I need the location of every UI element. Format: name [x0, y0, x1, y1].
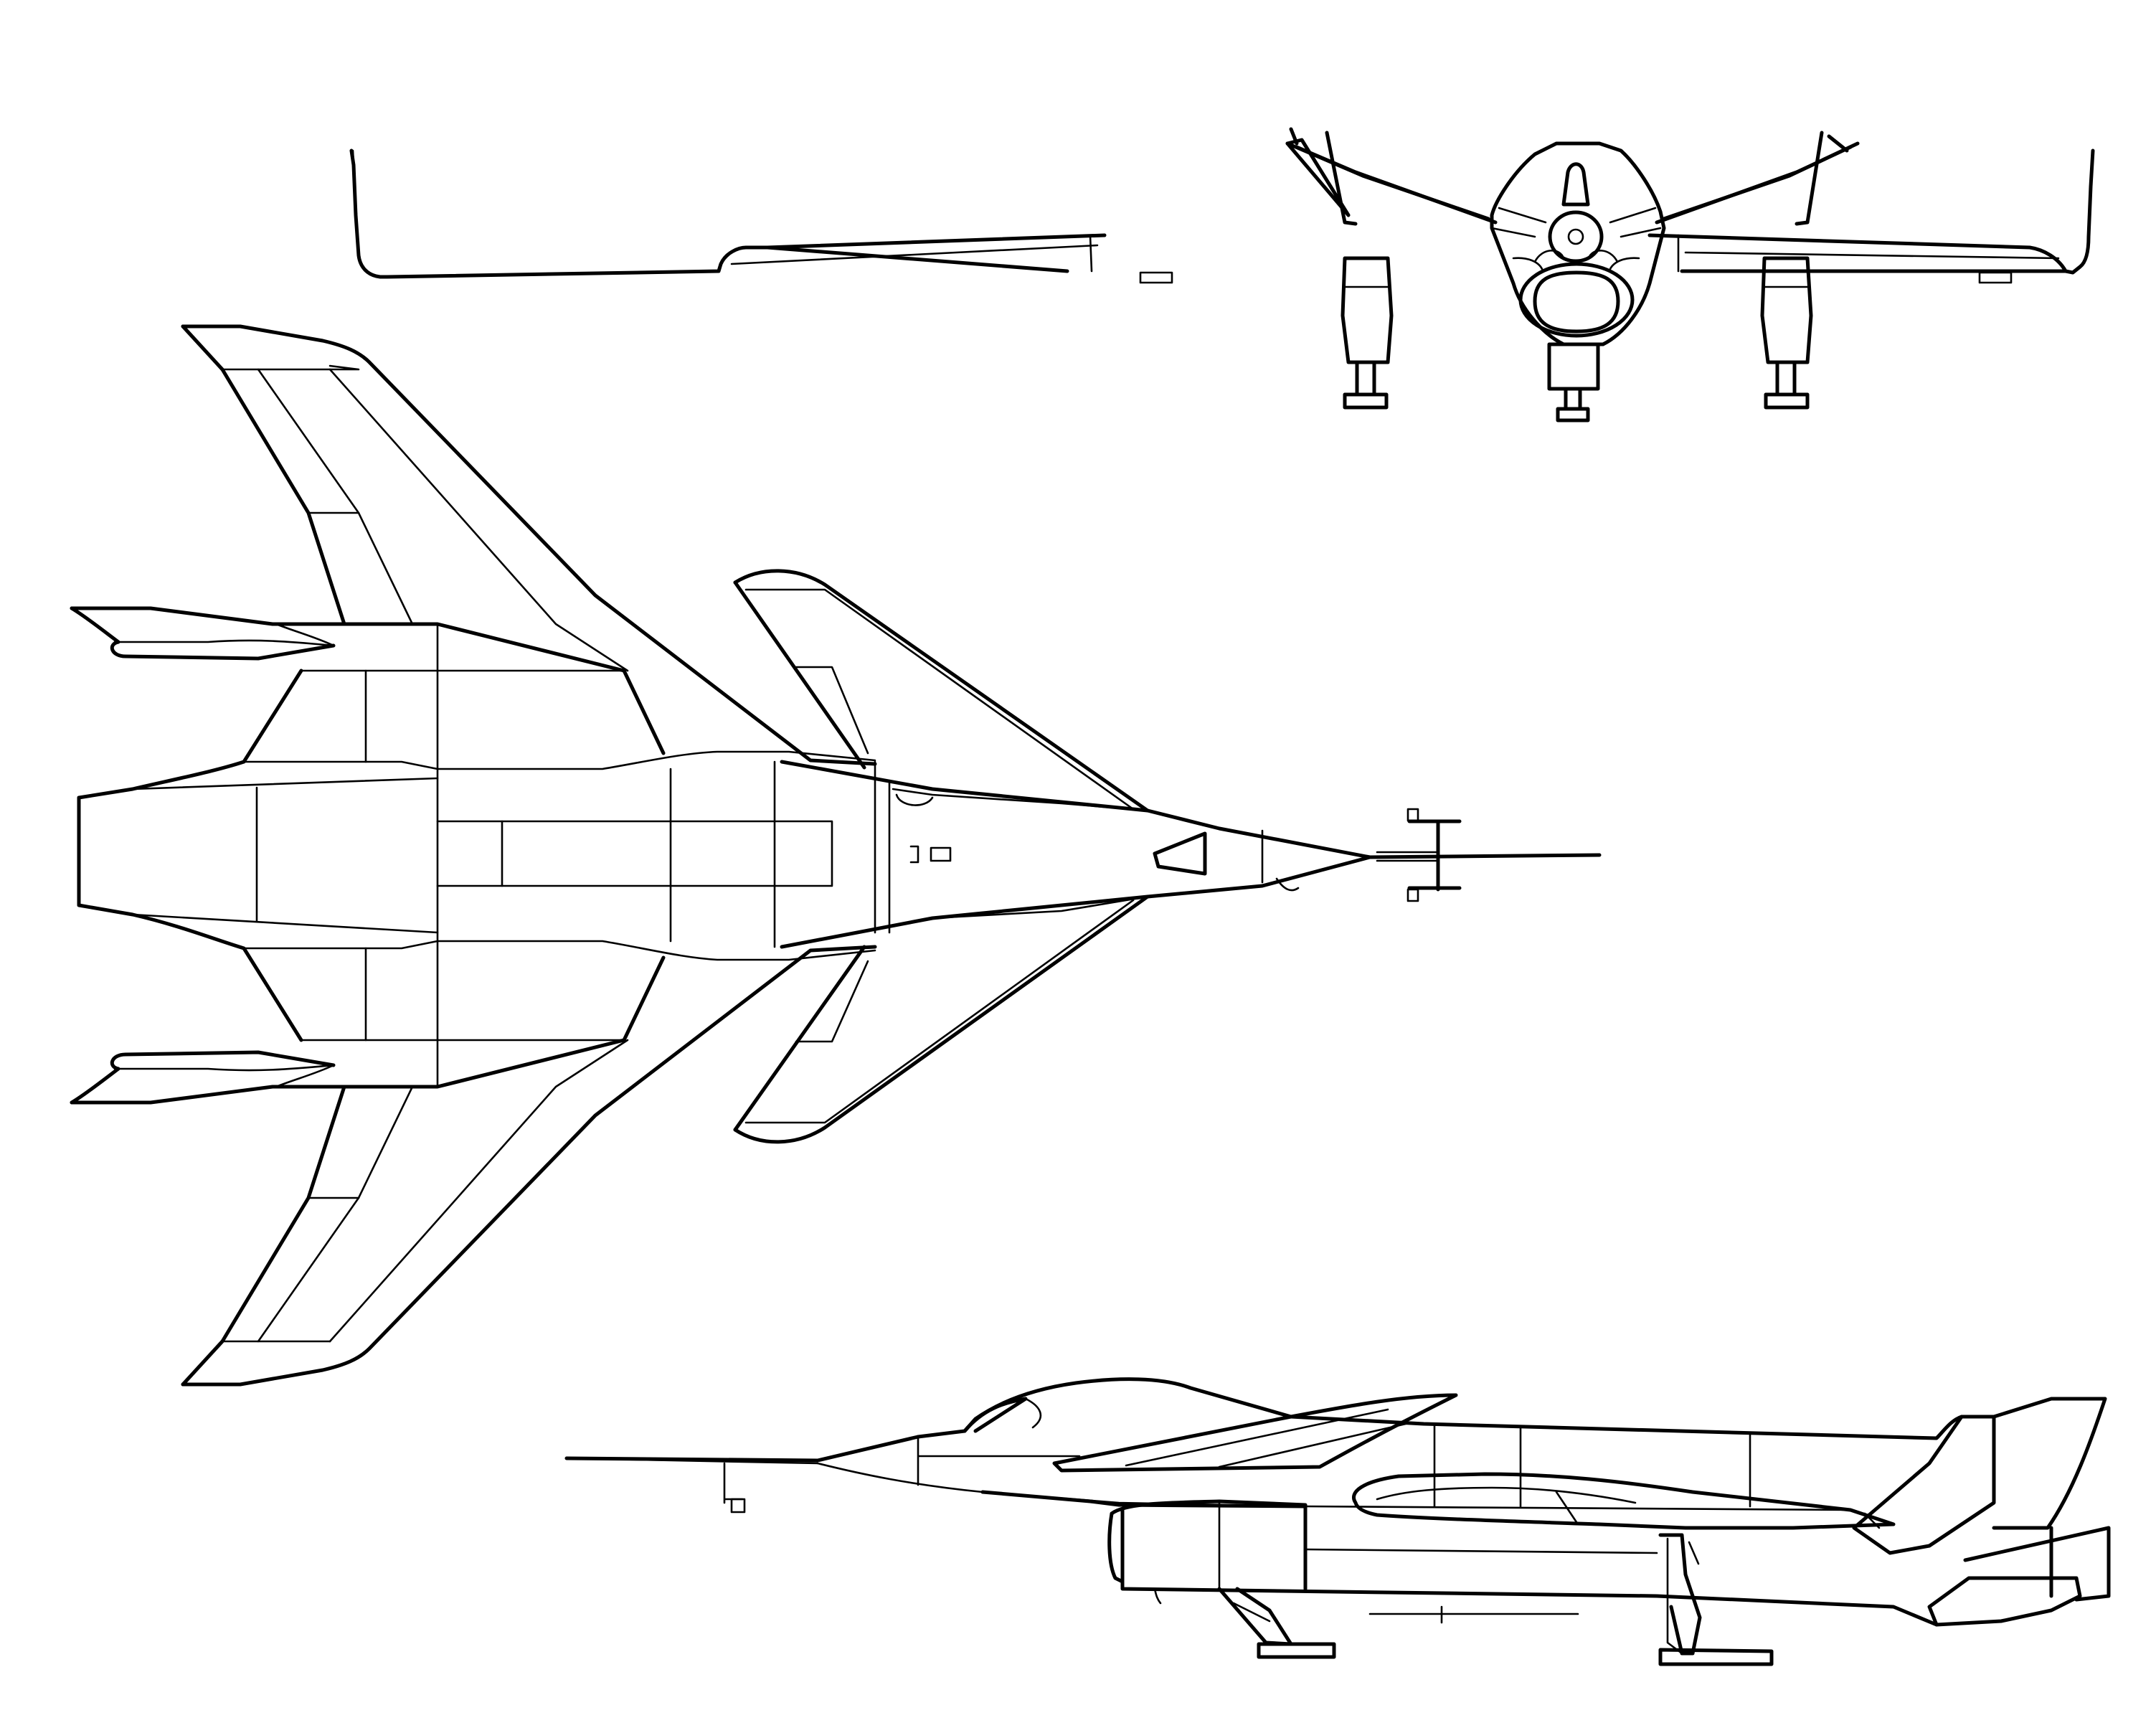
side-fuselage [916, 1377, 1964, 1440]
top-lower-canard [733, 894, 1150, 1144]
front-right-wingtip-pod [1978, 271, 2013, 284]
top-cockpit-canopy [1153, 831, 1207, 876]
side-pitot-probe [564, 1435, 920, 1463]
front-intake [1518, 262, 1635, 338]
top-forward-fuselage [780, 760, 1372, 949]
side-main-wing [1052, 1393, 1458, 1473]
side-rear-fin [1992, 1397, 2107, 1530]
side-canopy [963, 1397, 1028, 1433]
side-vertical-tail [1852, 1415, 1996, 1555]
front-nose-cone [1548, 210, 1604, 263]
top-lower-main-wing [181, 945, 877, 1387]
front-right-wing [1647, 148, 2095, 275]
front-nose-gear [1547, 342, 1600, 422]
top-upper-wing-pod [70, 606, 666, 755]
top-lower-wing-pod [70, 955, 666, 1105]
front-view [349, 127, 2095, 422]
side-engine-nacelle [1110, 1499, 1308, 1591]
front-left-wingtip-pod [1139, 271, 1173, 284]
top-upper-canard [733, 569, 1150, 813]
side-horizontal-tail [1927, 1576, 2082, 1627]
side-view [564, 1377, 2111, 1666]
top-upper-main-wing [181, 324, 877, 766]
front-left-fin [1285, 127, 1351, 217]
top-view [70, 324, 1602, 1387]
front-right-engine-pod [1760, 256, 1813, 410]
front-left-wing [349, 148, 1069, 279]
front-canopy [1561, 162, 1590, 207]
top-fuselage-body [77, 669, 303, 1042]
front-left-engine-pod [1341, 256, 1394, 410]
side-nose-gear [1217, 1587, 1293, 1646]
side-wing-pod [1352, 1472, 1896, 1530]
